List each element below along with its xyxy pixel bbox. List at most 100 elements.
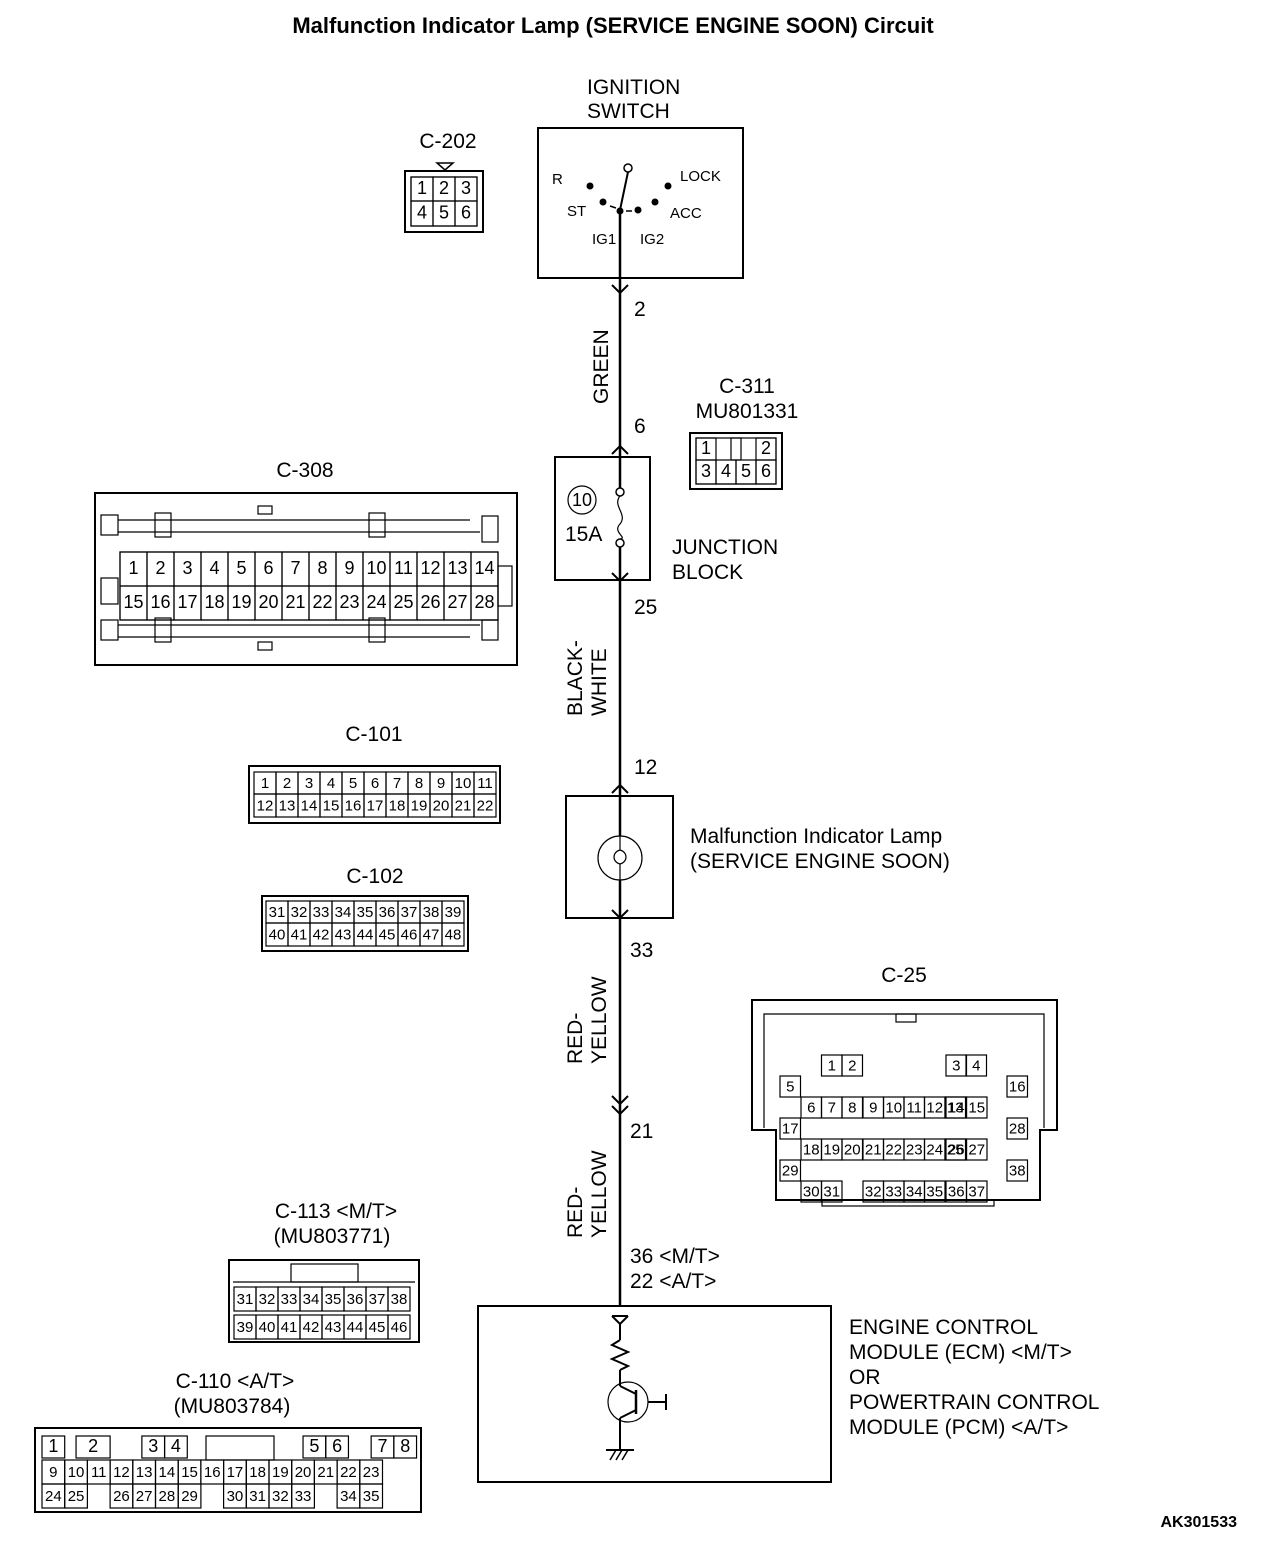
pin-number: 1 [828, 1058, 836, 1075]
pin-number: 28 [474, 592, 494, 612]
wire-color-label: YELLOW [588, 1150, 611, 1238]
pin-number: 11 [394, 558, 413, 578]
pin-number: 4 [171, 1436, 181, 1456]
pin-number: 36 [948, 1184, 965, 1201]
junction-block: 10 15A JUNCTION BLOCK [554, 456, 778, 584]
pin-cell [1006, 1117, 1029, 1140]
pin-number: 37 [968, 1184, 985, 1201]
pin-number: 21 [285, 592, 305, 612]
pin-cell [387, 1314, 411, 1340]
pin-number: 34 [303, 1291, 320, 1308]
pin-number: 4 [972, 1058, 980, 1075]
pin-number: 8 [415, 775, 423, 792]
pin-number: 27 [968, 1142, 985, 1159]
pin-number: 3 [148, 1436, 158, 1456]
pin-number: 2 [761, 438, 771, 458]
pin-number: 22 [477, 798, 494, 815]
pin-label: 12 [634, 756, 657, 779]
pin-number: 4 [417, 203, 427, 223]
pin-number: 24 [926, 1142, 943, 1159]
pin-number: 1 [261, 775, 269, 792]
pin-number: 28 [159, 1488, 176, 1505]
pin-cell [75, 1435, 111, 1459]
pin-number: 13 [447, 558, 467, 578]
pin-number: 5 [309, 1436, 319, 1456]
pin-number: 1 [417, 178, 427, 198]
pin-cell [291, 1483, 316, 1509]
pin-number: 34 [906, 1184, 923, 1201]
pin-number: 31 [823, 1184, 840, 1201]
pin-number: 31 [269, 904, 286, 921]
pin-number: 2 [283, 775, 291, 792]
pin-cell [779, 1159, 802, 1182]
pin-number: 21 [455, 798, 472, 815]
pin-number: 12 [926, 1100, 943, 1117]
connector-name: C-25 [881, 964, 927, 987]
switch-pos-ig2: IG2 [640, 231, 664, 248]
pin-number: 43 [335, 927, 352, 944]
pin-number: 45 [369, 1319, 386, 1336]
pin-number: 39 [237, 1319, 254, 1336]
pin-number: 45 [379, 927, 396, 944]
pin-number: 11 [477, 775, 493, 792]
pin-number: 4 [721, 461, 731, 481]
pin-number: 42 [313, 927, 330, 944]
pin-number: 6 [332, 1436, 342, 1456]
pin-number: 16 [204, 1464, 221, 1481]
pin-number: 11 [906, 1100, 922, 1117]
pin-cell [359, 1483, 384, 1509]
wire-color-label: YELLOW [588, 976, 611, 1064]
pin-label: 2 [634, 298, 646, 321]
pin-cell [325, 1435, 350, 1459]
pin-cell [965, 1180, 988, 1203]
pin-number: 22 [312, 592, 332, 612]
pin-number: 7 [393, 775, 401, 792]
pin-number: 18 [389, 798, 406, 815]
pin-number: 10 [455, 775, 472, 792]
pin-cell [730, 437, 742, 461]
pin-number: 35 [357, 904, 374, 921]
pin-number: 41 [281, 1319, 298, 1336]
lamp-label-2: (SERVICE ENGINE SOON) [690, 850, 950, 873]
pin-cell [965, 1054, 988, 1077]
pin-number: 32 [259, 1291, 276, 1308]
pin-cell [177, 1483, 202, 1509]
pin-number: 9 [49, 1464, 57, 1481]
pin-cell [755, 459, 777, 485]
pin-number: 38 [1009, 1163, 1026, 1180]
pin-number: 6 [371, 775, 379, 792]
module-label-3: OR [849, 1366, 881, 1389]
pin-cell [454, 200, 478, 227]
pin-number: 7 [828, 1100, 836, 1117]
pin-number: 43 [325, 1319, 342, 1336]
pin-number: 10 [366, 558, 386, 578]
pin-number: 10 [885, 1100, 902, 1117]
pin-number: 17 [367, 798, 384, 815]
pin-number: 16 [1009, 1079, 1026, 1096]
pin-number: 38 [423, 904, 440, 921]
pin-number: 13 [279, 798, 296, 815]
pin-number: 17 [227, 1464, 244, 1481]
pin-number: 1 [48, 1436, 58, 1456]
pin-cell [841, 1054, 864, 1077]
pin-number: 2 [155, 558, 165, 578]
pin-cell [473, 793, 497, 818]
pin-number: 15 [181, 1464, 198, 1481]
pin-number: 9 [344, 558, 354, 578]
pin-number: 33 [295, 1488, 312, 1505]
pin-number: 9 [437, 775, 445, 792]
pin-number: 44 [347, 1319, 364, 1336]
connector-name: C-102 [346, 865, 403, 888]
pin-number: 38 [391, 1291, 408, 1308]
pin-number: 30 [803, 1184, 820, 1201]
pin-number: 27 [447, 592, 467, 612]
pin-number: 12 [113, 1464, 130, 1481]
figure-code: AK301533 [1161, 1514, 1238, 1531]
pin-number: 18 [249, 1464, 266, 1481]
pin-number: 5 [741, 461, 751, 481]
